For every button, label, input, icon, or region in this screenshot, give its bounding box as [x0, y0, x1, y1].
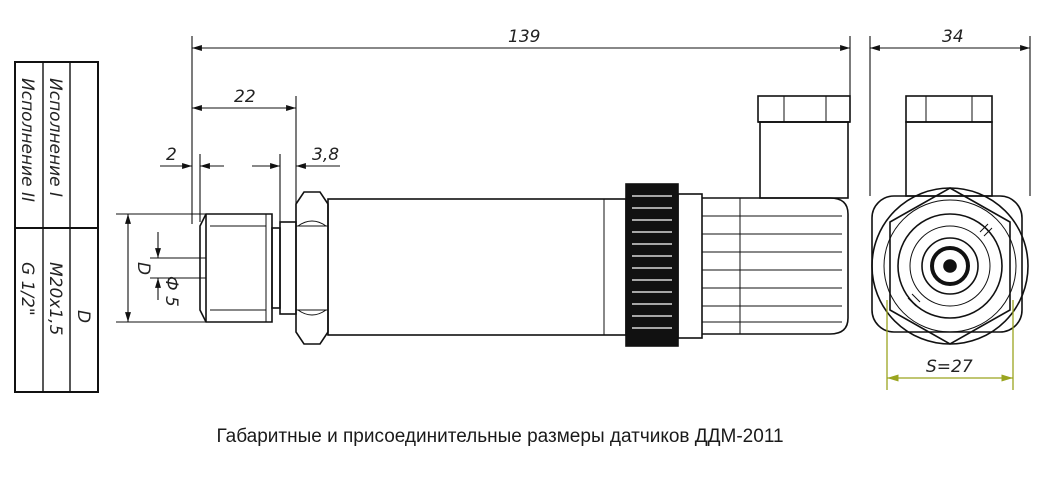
dim-s27-label: S=27: [926, 357, 973, 377]
dim-d-label: D: [133, 262, 153, 275]
sensor-side-view: [192, 95, 851, 347]
dim-22-label: 22: [234, 87, 256, 107]
dim-2-label: 2: [166, 145, 177, 165]
figure-caption: Габаритные и присоединительные размеры д…: [216, 426, 784, 447]
variant-2-label: Исполнение II: [17, 78, 37, 202]
variant-table-labels: Исполнение II Исполнение I G 1/2" M20x1,…: [17, 78, 93, 335]
dim-139-label: 139: [508, 27, 540, 47]
variant-table: [14, 61, 99, 393]
dim-3-8-label: 3,8: [312, 145, 339, 165]
hex-dimension: [886, 300, 1014, 390]
dim-bore-label: Ф 5: [161, 276, 181, 307]
dim-34-label: 34: [942, 27, 964, 47]
variant-1-label: Исполнение I: [45, 78, 65, 197]
thread-1-label: M20x1,5: [45, 262, 65, 335]
d-column-label: D: [73, 310, 93, 323]
sensor-end-view: [871, 95, 1029, 345]
thread-2-label: G 1/2": [17, 262, 37, 316]
dimension-lines: [116, 36, 1031, 323]
